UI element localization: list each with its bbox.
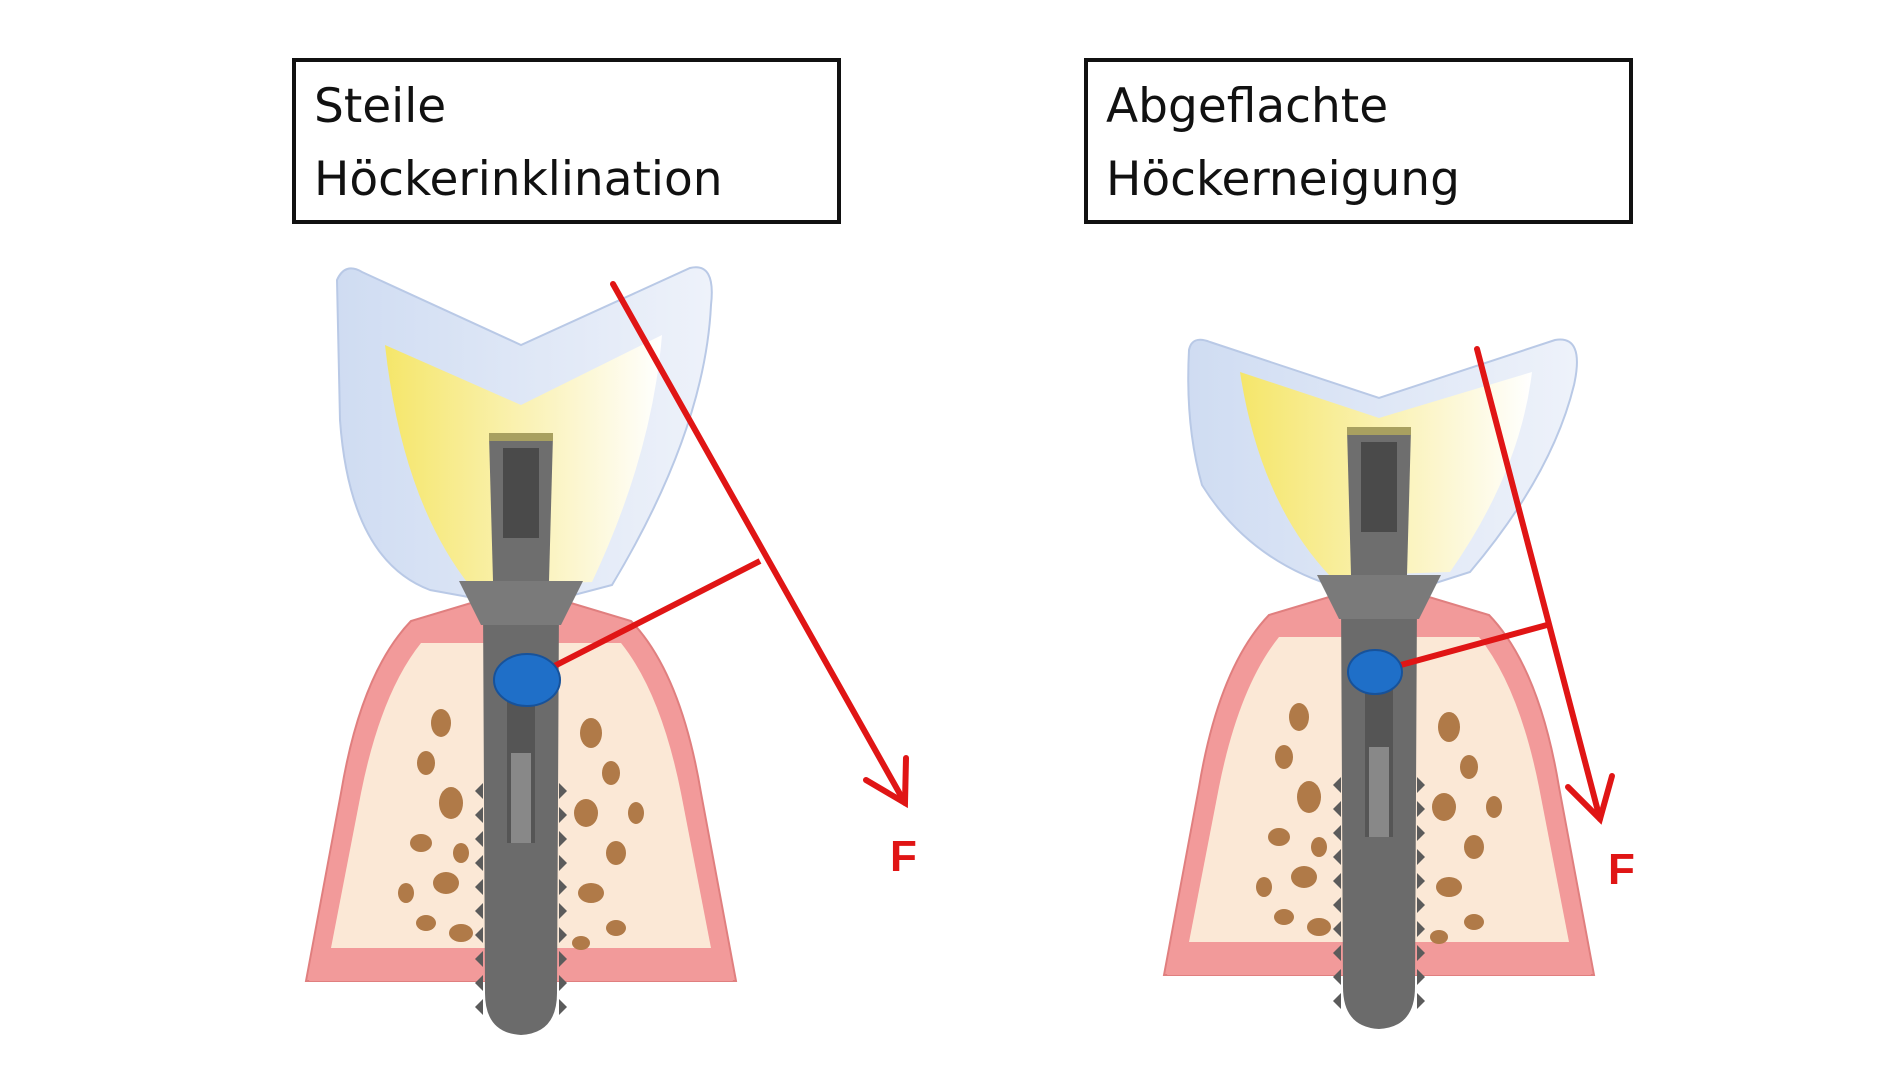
bone-pore — [606, 920, 626, 936]
force-vector-steep — [610, 281, 909, 809]
implant-bone-flat — [1162, 427, 1596, 1029]
lever-arm-flat — [1374, 622, 1548, 675]
bone-pore — [574, 799, 598, 827]
abutment-top — [1347, 427, 1411, 435]
abutment-slot — [503, 448, 539, 538]
implant-collar — [459, 581, 583, 625]
force-label-flat: F — [1608, 845, 1635, 894]
bone-pore — [1297, 781, 1321, 813]
bone-pore — [578, 883, 604, 903]
lever-arm-steep — [525, 558, 762, 683]
bone-pore — [1289, 703, 1309, 731]
bone-pore — [572, 936, 590, 950]
bone-pore — [449, 924, 473, 942]
bone-pore — [439, 787, 463, 819]
bone-pore — [628, 802, 644, 824]
bone-pore — [602, 761, 620, 785]
bone-pore — [1436, 877, 1462, 897]
implant-screw — [511, 753, 531, 843]
bone-pore — [1432, 793, 1456, 821]
label-flat-line2: Höckerneigung — [1106, 152, 1460, 207]
force-vector-flat — [1474, 346, 1615, 825]
bone-pore — [417, 751, 435, 775]
bone-pore — [1268, 828, 1290, 846]
bone-pore — [1307, 918, 1331, 936]
label-steep-cusp: Steile Höckerinklination — [292, 58, 841, 224]
bone-pore — [1464, 835, 1484, 859]
bone-pore — [1274, 909, 1294, 925]
bone-pore — [1311, 837, 1327, 857]
label-steep-line1: Steile — [314, 79, 447, 134]
force-label-steep: F — [890, 832, 917, 881]
bone-pore — [453, 843, 469, 863]
abutment-top — [489, 433, 553, 441]
label-flat-cusp: Abgeflachte Höckerneigung — [1084, 58, 1633, 224]
bone-pore — [398, 883, 414, 903]
bone-pore — [1438, 712, 1460, 742]
implant-screw — [1369, 747, 1389, 837]
implant-collar — [1317, 575, 1441, 619]
bone-pore — [606, 841, 626, 865]
pivot-point-steep — [493, 653, 561, 707]
bone-pore — [1464, 914, 1484, 930]
abutment-slot — [1361, 442, 1397, 532]
label-steep-line2: Höckerinklination — [314, 152, 723, 207]
bone-pore — [580, 718, 602, 748]
implant-bone-steep — [304, 433, 738, 1035]
bone-pore — [431, 709, 451, 737]
bone-pore — [1460, 755, 1478, 779]
bone-pore — [416, 915, 436, 931]
pivot-point-flat — [1347, 649, 1403, 695]
label-flat-line1: Abgeflachte — [1106, 79, 1389, 134]
bone-pore — [1275, 745, 1293, 769]
bone-pore — [410, 834, 432, 852]
bone-pore — [1486, 796, 1502, 818]
bone-pore — [1256, 877, 1272, 897]
bone-pore — [1430, 930, 1448, 944]
bone-pore — [433, 872, 459, 894]
bone-pore — [1291, 866, 1317, 888]
